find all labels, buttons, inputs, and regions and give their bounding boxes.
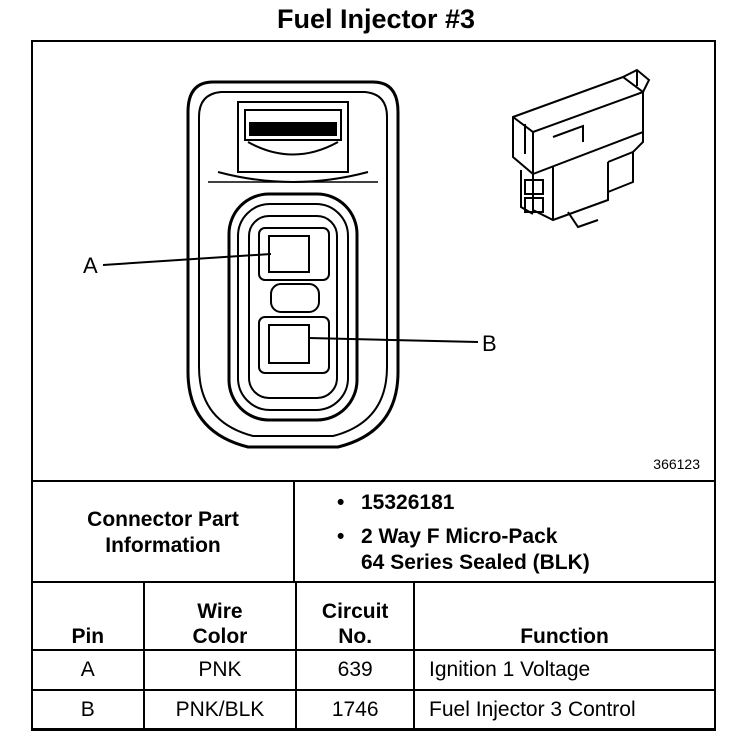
pin-cell: A bbox=[31, 649, 145, 691]
part-number: 15326181 bbox=[361, 491, 455, 514]
pin-b-terminal bbox=[268, 324, 310, 364]
pin-table: Pin Wire Color Circuit No. Function A PN… bbox=[31, 581, 716, 731]
wire-color-header-line2: Color bbox=[192, 625, 248, 648]
connector-body-outline bbox=[186, 80, 400, 449]
connector-description-item: 2 Way F Micro-Pack 64 Series Sealed (BLK… bbox=[295, 524, 714, 576]
pin-a-callout: A bbox=[83, 253, 98, 278]
circuit-cell: 639 bbox=[295, 649, 416, 691]
connector-description-line1: 2 Way F Micro-Pack bbox=[361, 525, 558, 548]
part-number-item: 15326181 bbox=[295, 490, 714, 516]
wire-color-header: Wire Color bbox=[142, 581, 298, 651]
wire-color-header-line1: Wire bbox=[197, 600, 243, 623]
pin-header: Pin bbox=[31, 581, 145, 651]
table-row: B PNK/BLK 1746 Fuel Injector 3 Control bbox=[31, 689, 716, 731]
connector-body-inner-outline bbox=[198, 91, 388, 437]
pin-a-leader-line bbox=[102, 253, 272, 266]
circuit-header: Circuit No. bbox=[295, 581, 416, 651]
connector-part-info: Connector Part Information 15326181 2 Wa… bbox=[33, 480, 714, 583]
seal-ring-outer bbox=[227, 192, 359, 422]
connector-part-label: Connector Part Information bbox=[33, 482, 295, 583]
circuit-cell: 1746 bbox=[295, 689, 416, 731]
seal-ring-inner bbox=[248, 215, 338, 399]
connector-diagram: A B 366123 bbox=[33, 42, 714, 479]
pin-b-leader-line bbox=[308, 337, 479, 343]
connector-part-label-line1: Connector Part bbox=[87, 507, 239, 531]
function-cell: Ignition 1 Voltage bbox=[413, 649, 716, 691]
circuit-header-line2: No. bbox=[338, 625, 373, 648]
wire-color-cell: PNK bbox=[142, 649, 298, 691]
function-cell: Fuel Injector 3 Control bbox=[413, 689, 716, 731]
connector-part-label-line2: Information bbox=[105, 533, 221, 557]
connector-description-line2: 64 Series Sealed (BLK) bbox=[361, 551, 590, 574]
center-key bbox=[270, 283, 320, 313]
pin-b-callout: B bbox=[482, 331, 497, 356]
table-row: A PNK 639 Ignition 1 Voltage bbox=[31, 649, 716, 691]
pin-b-cavity-outer bbox=[258, 316, 330, 374]
pin-a-terminal bbox=[268, 235, 310, 273]
circuit-header-line1: Circuit bbox=[321, 600, 389, 623]
figure-number: 366123 bbox=[653, 456, 700, 472]
seal-ring-middle bbox=[237, 203, 349, 411]
pin-cell: B bbox=[31, 689, 145, 731]
connector-sheet: A B 366123 bbox=[31, 40, 716, 731]
locking-tab bbox=[208, 101, 378, 183]
wire-color-cell: PNK/BLK bbox=[142, 689, 298, 731]
page-title: Fuel Injector #3 bbox=[276, 4, 476, 34]
function-header: Function bbox=[413, 581, 716, 651]
pin-table-header: Pin Wire Color Circuit No. Function bbox=[31, 581, 716, 651]
connector-part-details: 15326181 2 Way F Micro-Pack 64 Series Se… bbox=[295, 482, 714, 583]
connector-face-view: A B bbox=[83, 68, 651, 449]
connector-isometric-view bbox=[512, 68, 651, 229]
